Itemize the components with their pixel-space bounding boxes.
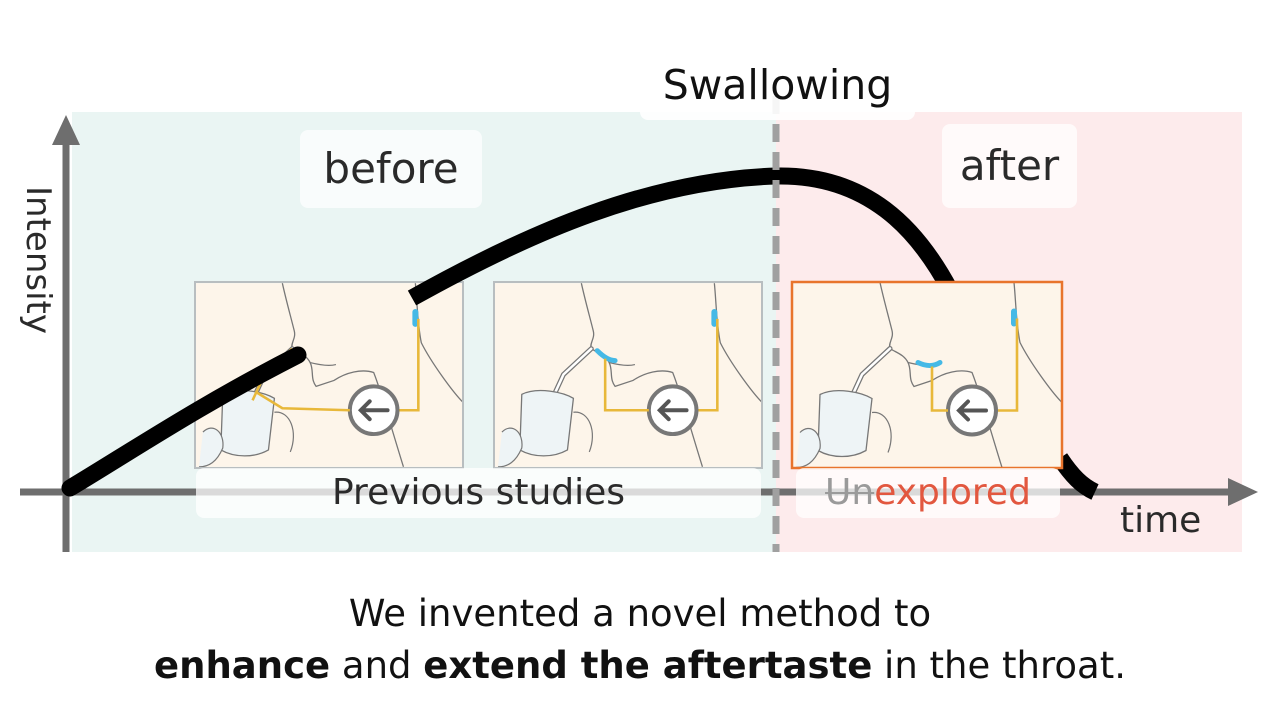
caption: We invented a novel method to enhance an… bbox=[0, 588, 1280, 692]
unexplored-accent-text: explored bbox=[874, 472, 1031, 513]
intensity-curve-peak bbox=[407, 167, 958, 306]
y-axis-arrow bbox=[52, 115, 80, 145]
after-phase-label: after bbox=[942, 124, 1077, 208]
caption-bold-extend: extend the aftertaste bbox=[423, 644, 873, 687]
previous-studies-label: Previous studies bbox=[196, 468, 761, 518]
intensity-curve-start bbox=[61, 346, 307, 497]
caption-bold-enhance: enhance bbox=[154, 644, 331, 687]
scene-panel-straw bbox=[194, 281, 464, 469]
y-axis-label: Intensity bbox=[18, 186, 58, 334]
caption-line-2: enhance and extend the aftertaste in the… bbox=[0, 640, 1280, 692]
unexplored-strike-prefix: Un bbox=[825, 472, 875, 513]
scene-panel-lip bbox=[493, 281, 763, 469]
before-phase-label: before bbox=[300, 130, 482, 208]
caption-end: in the throat. bbox=[872, 644, 1126, 687]
x-axis-arrow bbox=[1228, 478, 1258, 506]
caption-mid: and bbox=[330, 644, 424, 687]
caption-line-1: We invented a novel method to bbox=[348, 592, 932, 635]
x-axis-label: time bbox=[1120, 500, 1202, 541]
swallowing-label: Swallowing bbox=[640, 50, 915, 120]
scene-panel-throat bbox=[790, 280, 1064, 470]
